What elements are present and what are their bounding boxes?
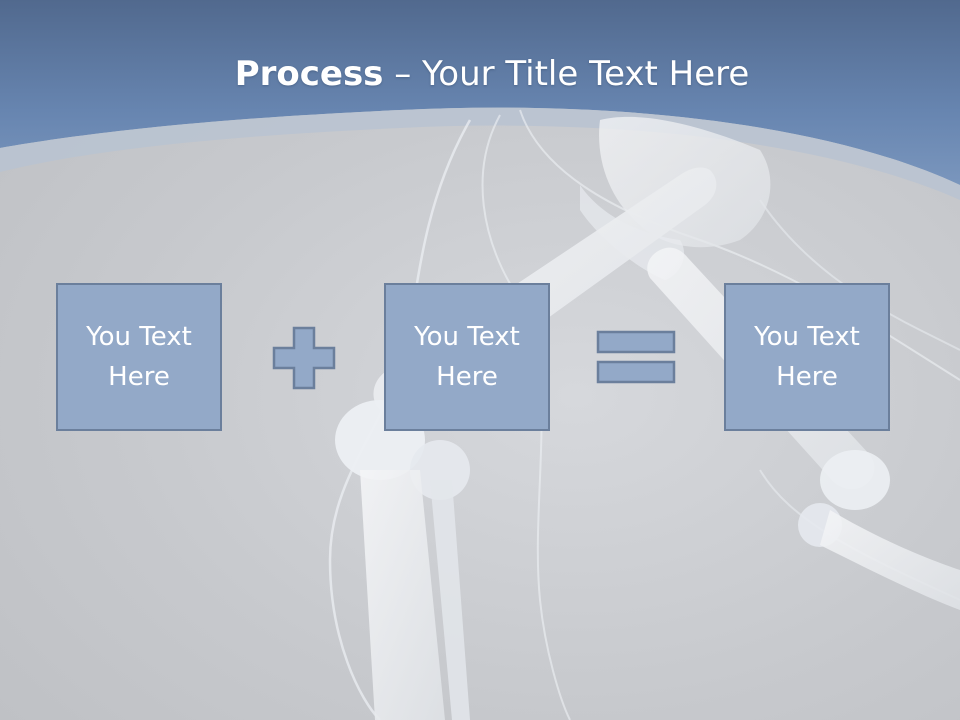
equals-icon xyxy=(596,330,676,384)
title-rest: – Your Title Text Here xyxy=(383,54,750,94)
title-bold: Process xyxy=(234,54,384,94)
process-box-3[interactable]: You Text Here xyxy=(724,283,890,431)
process-box-1[interactable]: You Text Here xyxy=(56,283,222,431)
plus-icon xyxy=(272,326,336,390)
process-box-2[interactable]: You Text Here xyxy=(384,283,550,431)
process-box-3-text: You Text Here xyxy=(754,322,860,392)
slide-title: Process – Your Title Text Here xyxy=(0,52,960,96)
process-box-1-text: You Text Here xyxy=(86,322,192,392)
process-box-2-text: You Text Here xyxy=(414,322,520,392)
